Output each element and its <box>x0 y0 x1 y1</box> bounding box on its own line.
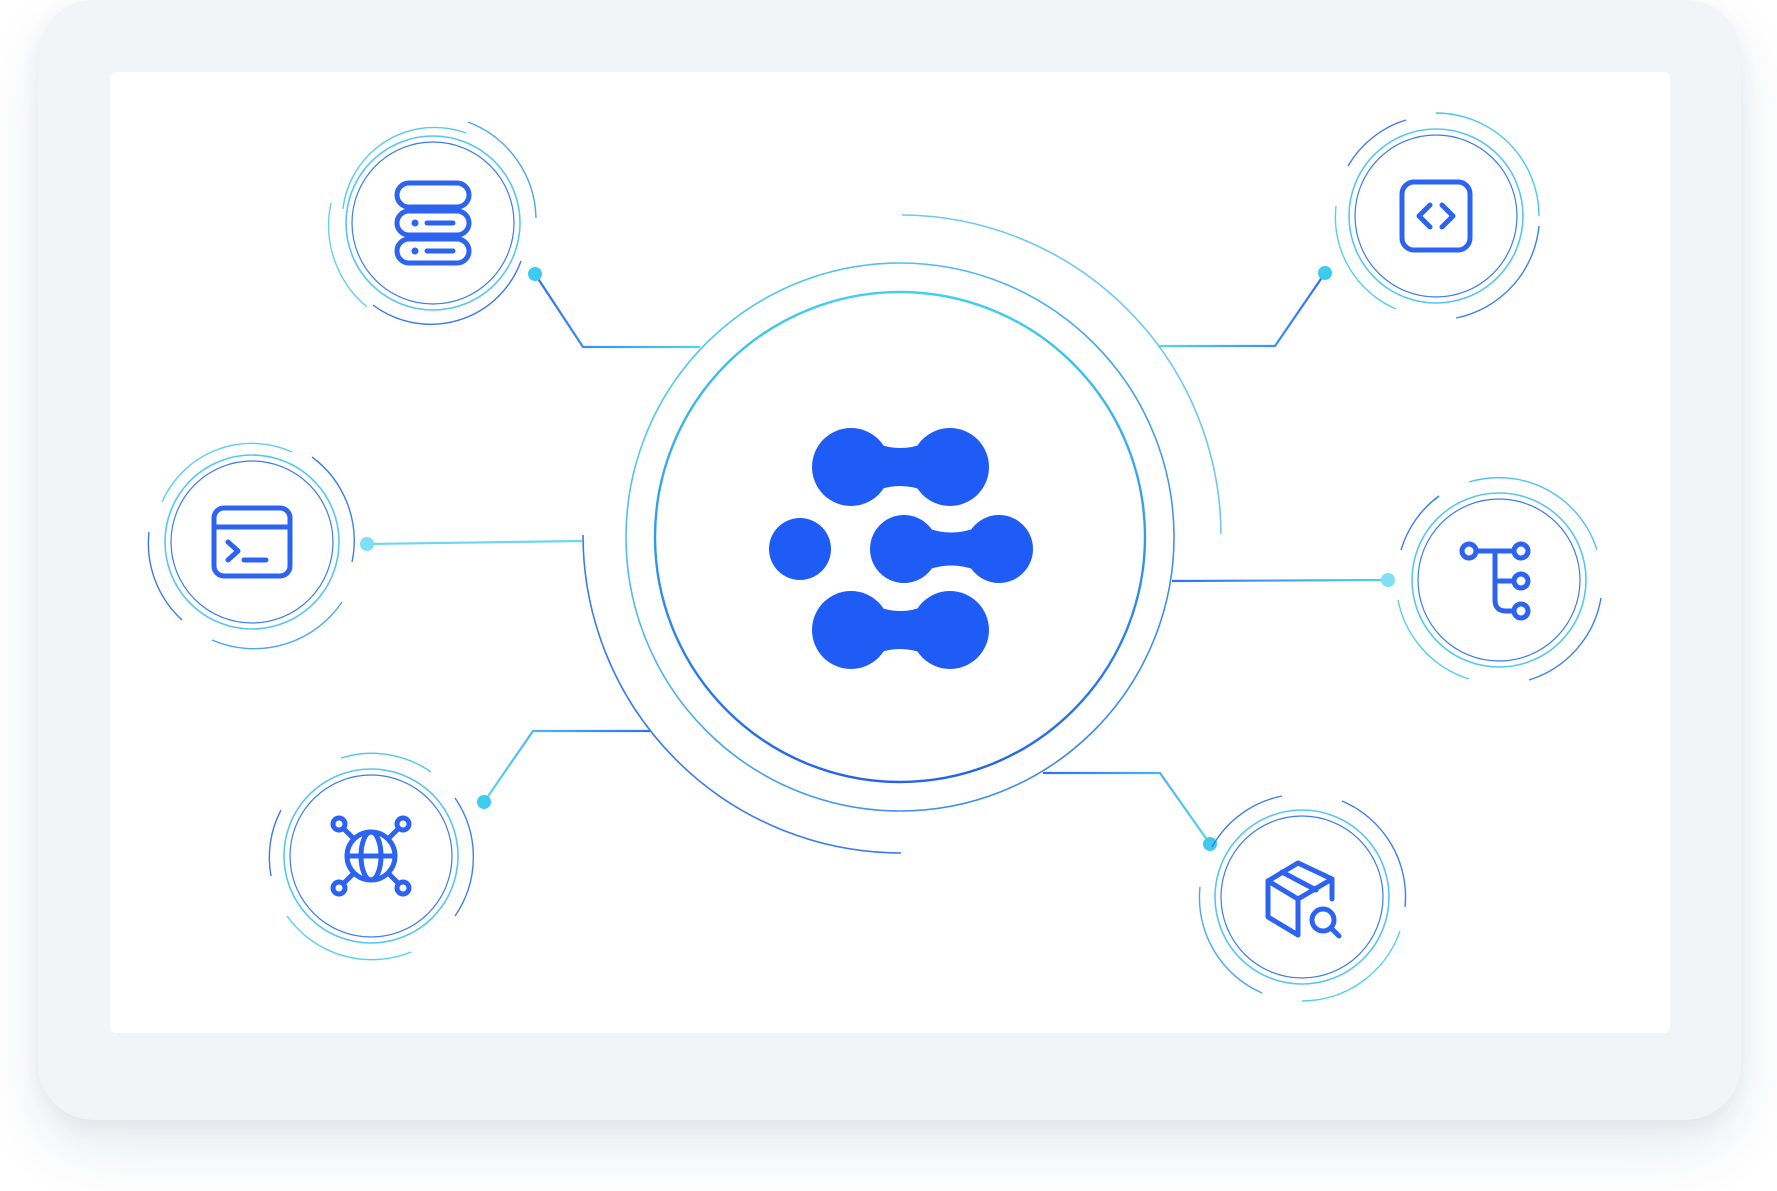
server-stack-icon <box>394 180 472 266</box>
connector-network <box>477 729 651 809</box>
node-server <box>327 121 537 325</box>
node-package <box>1198 795 1407 1002</box>
hub-middle-ring <box>625 262 1175 812</box>
connector-dot <box>360 537 374 551</box>
platform-logo-icon <box>769 428 1033 669</box>
connector-terminal <box>360 537 583 551</box>
connector-dot <box>477 795 491 809</box>
connector-dot <box>1381 573 1395 587</box>
network-globe-icon <box>330 815 412 897</box>
node-network <box>268 752 474 961</box>
tree-structure-icon <box>1459 541 1531 621</box>
hub-outer-arc <box>582 534 902 854</box>
hub-outer-arc <box>901 214 1222 535</box>
package-search-icon <box>1265 860 1342 939</box>
central-hub <box>582 214 1222 854</box>
terminal-window-icon <box>211 505 293 579</box>
connector-server <box>528 267 700 349</box>
code-brackets-icon <box>1399 179 1473 253</box>
connector-dot <box>1203 837 1217 851</box>
connector-dot <box>528 267 542 281</box>
node-tree <box>1397 476 1602 681</box>
node-terminal <box>147 442 355 650</box>
connector-package <box>1043 771 1217 851</box>
connector-tree <box>1171 573 1395 587</box>
connector-dot <box>1318 266 1332 280</box>
node-code <box>1334 112 1540 319</box>
connector-code <box>1158 266 1332 348</box>
